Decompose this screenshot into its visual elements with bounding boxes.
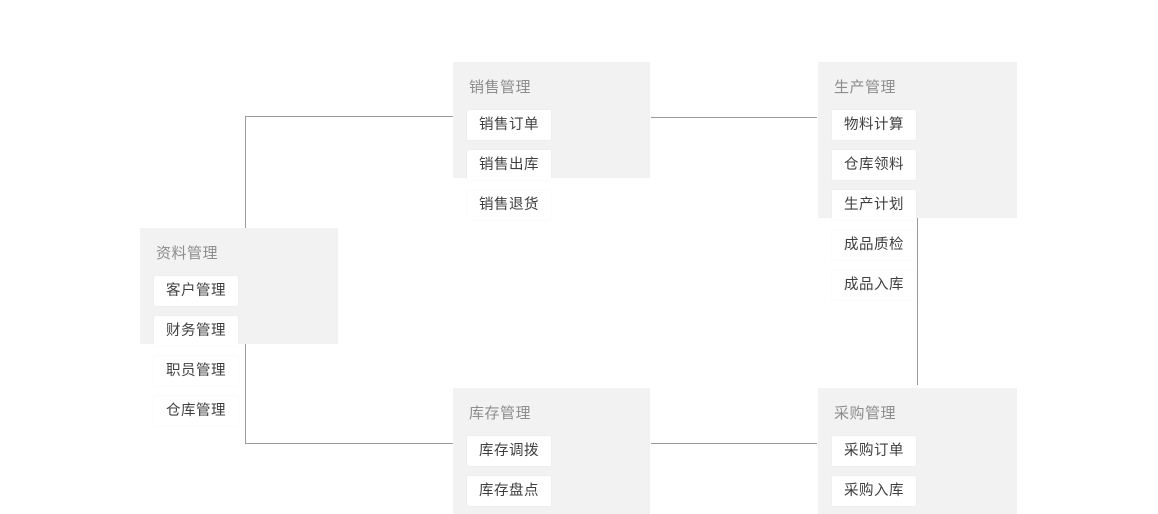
panel-title-inventory-management: 库存管理 [469,405,532,422]
module-button-production-plan[interactable]: 生产计划 [832,190,916,220]
module-button-finance-management[interactable]: 财务管理 [154,316,238,346]
button-grid-data-management: 客户管理 财务管理 职员管理 仓库管理 [154,276,324,426]
panel-purchase-management: 采购管理 采购订单 采购入库 采购退货 以销订购 [818,388,1017,514]
button-grid-purchase-management: 采购订单 采购入库 采购退货 以销订购 [832,436,1003,514]
module-button-staff-management[interactable]: 职员管理 [154,356,238,386]
button-grid-production-management: 物料计算 仓库领料 生产计划 成品质检 成品入库 [832,110,1003,300]
module-button-customer-management[interactable]: 客户管理 [154,276,238,306]
module-button-finished-goods-inspection[interactable]: 成品质检 [832,230,916,260]
panel-data-management: 资料管理 客户管理 财务管理 职员管理 仓库管理 [140,228,338,426]
module-button-purchase-inbound[interactable]: 采购入库 [832,476,916,506]
module-button-sales-return[interactable]: 销售退货 [467,190,551,220]
module-button-inventory-count[interactable]: 库存盘点 [467,476,551,506]
panel-inventory-management: 库存管理 库存调拨 库存盘点 库存预警 [453,388,650,514]
connector-production-to-purchase [917,218,918,385]
connector-data-to-inventory-vertical [245,344,246,443]
panel-production-management: 生产管理 物料计算 仓库领料 生产计划 成品质检 成品入库 [818,62,1017,300]
connector-data-to-inventory-horizontal [245,443,453,444]
module-button-sales-order[interactable]: 销售订单 [467,110,551,140]
panel-title-sales-management: 销售管理 [469,79,532,96]
button-grid-sales-management: 销售订单 销售出库 销售退货 [467,110,636,220]
panel-title-production-management: 生产管理 [834,79,897,96]
connector-sales-to-production [651,117,817,118]
module-button-warehouse-picking[interactable]: 仓库领料 [832,150,916,180]
module-button-material-calculation[interactable]: 物料计算 [832,110,916,140]
connector-data-to-sales-horizontal [245,116,453,117]
connector-inventory-to-purchase [651,443,817,444]
button-grid-inventory-management: 库存调拨 库存盘点 库存预警 [467,436,636,514]
module-button-warehouse-management[interactable]: 仓库管理 [154,396,238,426]
module-button-sales-outbound[interactable]: 销售出库 [467,150,551,180]
module-button-purchase-order[interactable]: 采购订单 [832,436,916,466]
module-button-finished-goods-inbound[interactable]: 成品入库 [832,270,916,300]
connector-data-to-sales-vertical [245,116,246,229]
panel-title-data-management: 资料管理 [156,245,219,262]
panel-sales-management: 销售管理 销售订单 销售出库 销售退货 [453,62,650,220]
panel-title-purchase-management: 采购管理 [834,405,897,422]
module-button-inventory-transfer[interactable]: 库存调拨 [467,436,551,466]
